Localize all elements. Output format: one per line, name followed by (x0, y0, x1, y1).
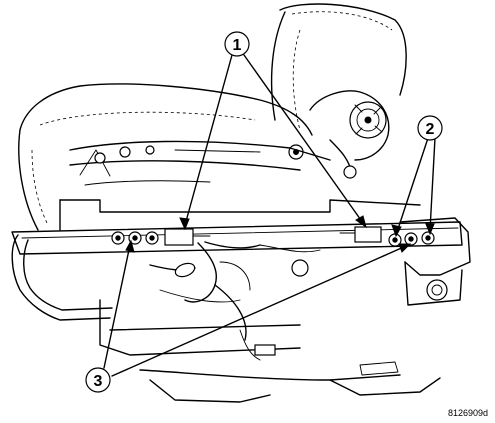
bolt-6 (421, 231, 435, 245)
wiring-harness (149, 241, 321, 341)
callout-1-label: 1 (233, 37, 242, 54)
bolt-5 (404, 232, 418, 246)
callout-1: 1 (224, 31, 250, 57)
callout-3: 3 (85, 367, 111, 393)
figure-reference: 8126909d (448, 408, 488, 418)
seat-frame (59, 140, 421, 231)
recliner-mechanism (288, 90, 390, 179)
connector-right (354, 226, 382, 243)
bolts-left (111, 231, 159, 245)
left-tube (11, 234, 113, 321)
callout-2: 2 (417, 115, 443, 141)
bolt-1 (111, 231, 125, 245)
lower-rails (99, 299, 441, 403)
leader-lines (103, 54, 436, 377)
bolt-2 (128, 231, 142, 245)
callout-3-label: 3 (94, 373, 103, 390)
connectors (164, 226, 382, 246)
seat-cushion (18, 83, 313, 231)
seat-rail (11, 217, 471, 306)
callout-2-label: 2 (426, 121, 435, 138)
bolt-3 (145, 231, 159, 245)
bolts-right (388, 231, 435, 247)
seat-back (270, 3, 407, 131)
connector-left (164, 228, 194, 246)
